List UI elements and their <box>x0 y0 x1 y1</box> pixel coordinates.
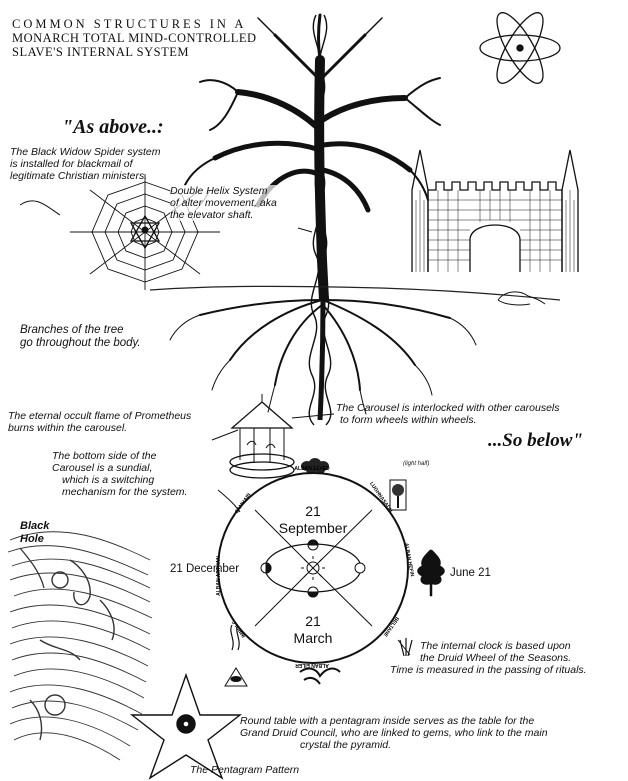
round-table-line-2: Grand Druid Council, who are linked to g… <box>240 727 548 740</box>
double-helix-line-3: the elevator shaft. <box>170 209 254 222</box>
wheel-rim-bottom: ALBAN EILER <box>295 662 329 668</box>
sundial-line-4: mechanism for the system. <box>62 486 188 499</box>
sundial-line-3: which is a switching <box>62 474 155 487</box>
black-widow-line-3: legitimate Christian ministers. <box>10 170 148 183</box>
carousel-caption: The Carousel is interlocked with other c… <box>336 402 560 426</box>
grove-icon <box>301 458 329 474</box>
double-helix <box>308 14 332 426</box>
internal-clock-line-2: the Druid Wheel of the Seasons. <box>420 652 572 665</box>
title-line-2: MONARCH TOTAL MIND-CONTROLLED <box>12 30 257 45</box>
title-line-3: SLAVE'S INTERNAL SYSTEM <box>12 44 189 59</box>
prometheus-line-2: burns within the carousel. <box>8 422 128 435</box>
round-table-line-1: Round table with a pentagram inside serv… <box>240 715 535 727</box>
sun-icon <box>301 556 325 580</box>
pentagram-icon <box>129 672 243 780</box>
black-widow-line-1: The Black Widow Spider system <box>10 146 161 158</box>
wheel-rim-bottom-left: IMBOLC <box>231 618 247 638</box>
wheel-rim-top-left: SAMHAIN <box>234 492 253 515</box>
black-widow-line-2: is installed for blackmail of <box>10 158 133 171</box>
black-hole-scribbles <box>7 531 153 761</box>
internal-clock-line-3: Time is measured in the passing of ritua… <box>390 664 587 677</box>
diagram-title: COMMON STRUCTURES IN A MONARCH TOTAL MIN… <box>12 17 257 59</box>
wheel-date-top: 21 September <box>268 503 358 537</box>
black-hole-label: Black Hole <box>20 520 49 545</box>
pentagram-caption: The Pentagram Pattern <box>190 764 300 776</box>
prometheus-line-1: The eternal occult flame of Prometheus <box>8 410 192 422</box>
black-hole-line-1: Black <box>20 520 50 532</box>
internal-clock-line-1: The internal clock is based upon <box>420 640 571 652</box>
ground-line <box>149 285 561 301</box>
black-widow-caption: The Black Widow Spider system is install… <box>10 146 160 182</box>
flame-symbol-icon <box>230 624 240 651</box>
date-bottom-day: 21 <box>305 613 321 629</box>
round-table-caption: Round table with a pentagram inside serv… <box>240 715 548 751</box>
wheel-date-left: 21 December <box>170 563 240 575</box>
web-pointer-line <box>19 200 61 216</box>
internal-clock-caption: The internal clock is based upon the Dru… <box>390 640 587 676</box>
as-above-heading: "As above..: <box>62 116 164 138</box>
bird-symbol-icon <box>299 667 341 685</box>
light-half-label: (light half) <box>403 461 430 467</box>
date-bottom-month: March <box>293 629 333 646</box>
tree-trunk <box>317 259 329 301</box>
wheel-rim-right: ALBAN HEFIN <box>403 543 415 578</box>
date-top-day: 21 <box>305 503 321 519</box>
carousel-line-2: to form wheels within wheels. <box>340 414 477 427</box>
title-line-1: COMMON STRUCTURES IN A <box>12 17 247 31</box>
wheel-rim-left: ALBAN ARTHAN <box>216 556 222 596</box>
sundial-line-2: Carousel is a sundial, <box>52 462 153 475</box>
branches-caption: Branches of the tree go throughout the b… <box>20 324 141 350</box>
tree-icon <box>389 479 407 511</box>
sundial-line-1: The bottom side of the <box>52 450 157 462</box>
wheel-date-bottom: 21 March <box>268 613 358 647</box>
double-helix-line-1: Double Helix System <box>170 185 268 197</box>
wheel-date-right: June 21 <box>450 567 491 579</box>
prometheus-caption: The eternal occult flame of Prometheus b… <box>8 410 191 434</box>
wheel-rim-bottom-right: BELTANE <box>381 615 399 638</box>
carousel-icon <box>229 394 295 479</box>
so-below-heading: ...So below" <box>488 430 583 451</box>
rodent-icon <box>497 291 546 306</box>
black-hole-line-2: Hole <box>20 532 44 545</box>
carousel-line-1: The Carousel is interlocked with other c… <box>336 402 560 414</box>
wheel-rim-top: ALBAN ELVED <box>294 466 330 472</box>
double-helix-caption: Double Helix System of alter movement, a… <box>170 185 277 222</box>
tree-canopy <box>184 13 441 265</box>
oak-leaf-icon <box>417 549 445 597</box>
eye-pyramid-icon <box>224 667 248 687</box>
atom-icon <box>479 12 561 84</box>
branches-line-1: Branches of the tree <box>20 324 124 336</box>
tree-roots <box>169 299 477 415</box>
round-table-line-3: crystal the pyramid. <box>300 739 392 752</box>
date-top-month: September <box>278 519 348 536</box>
double-helix-line-2: of alter movement, aka <box>170 197 277 210</box>
branches-line-2: go throughout the body. <box>20 337 141 350</box>
castle-icon <box>411 149 579 272</box>
wheel-of-seasons <box>217 472 409 664</box>
tree-taproot <box>317 299 326 421</box>
sundial-caption: The bottom side of the Carousel is a sun… <box>52 450 187 498</box>
